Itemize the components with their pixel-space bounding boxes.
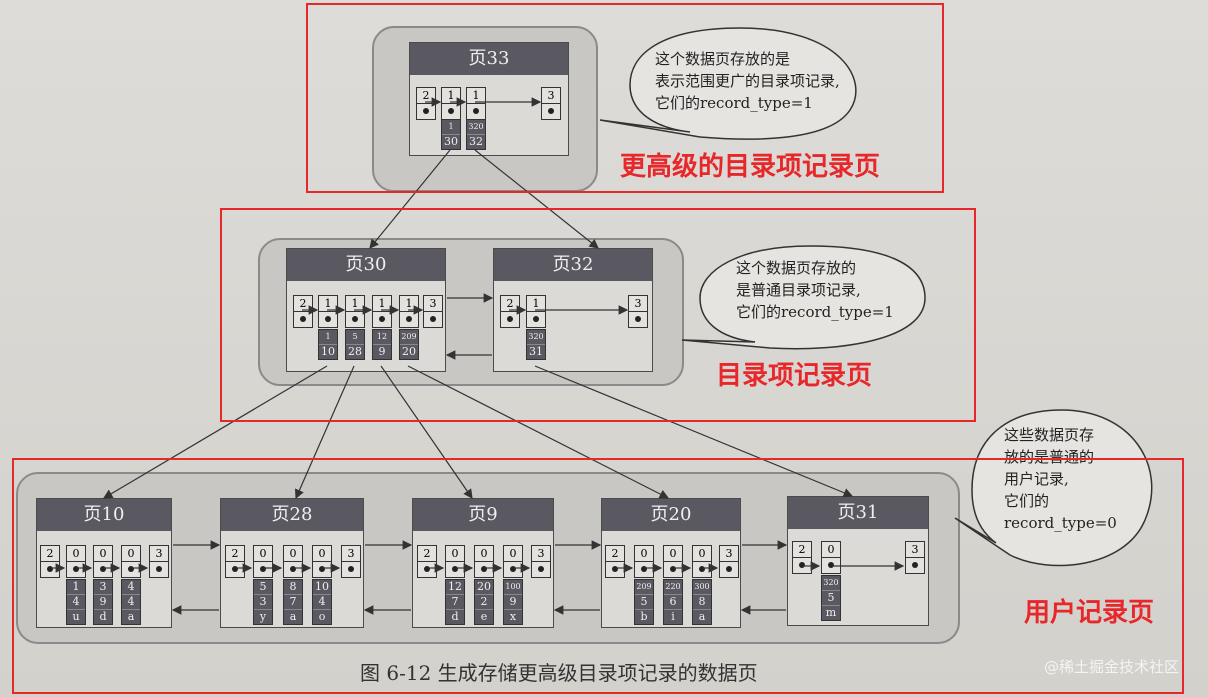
dir-record: 1 bbox=[399, 295, 419, 328]
page-20-title: 页20 bbox=[602, 499, 740, 531]
label-directory-page: 目录项记录页 bbox=[716, 361, 873, 391]
parent-child-link bbox=[407, 365, 670, 499]
user-record: 0 bbox=[66, 545, 86, 578]
user-record: 0 bbox=[634, 545, 654, 578]
user-record: 0 bbox=[283, 545, 303, 578]
infimum-record: 2 bbox=[40, 545, 60, 578]
user-record: 0 bbox=[93, 545, 113, 578]
page-9-title: 页9 bbox=[413, 499, 553, 531]
user-record: 0 bbox=[253, 545, 273, 578]
user-record: 0 bbox=[503, 545, 523, 578]
dir-record: 1 bbox=[345, 295, 365, 328]
speech-bubble-top bbox=[599, 27, 857, 140]
bubble-text-top: 这个数据页存放的是表示范围更广的目录项记录,它们的record_type=1 bbox=[655, 50, 840, 112]
page-31-title: 页31 bbox=[788, 497, 928, 529]
infimum-record: 2 bbox=[417, 545, 437, 578]
label-user-record-page: 用户记录页 bbox=[1024, 598, 1155, 628]
speech-bubble-middle bbox=[681, 245, 926, 350]
page-30-title: 页30 bbox=[287, 249, 445, 281]
page-32-title: 页32 bbox=[494, 249, 652, 281]
bubble-text-middle: 这个数据页存放的是普通目录项记录,它们的record_type=1 bbox=[736, 259, 894, 321]
supremum-record: 3 bbox=[719, 545, 739, 578]
speech-bubble-bottom bbox=[954, 409, 1153, 567]
highlight-frame-bottom bbox=[12, 458, 1184, 694]
parent-child-link bbox=[474, 149, 599, 249]
highlight-frame-middle bbox=[220, 208, 976, 422]
watermark: @稀土掘金技术社区 bbox=[1044, 658, 1180, 676]
dir-record: 1 bbox=[526, 295, 546, 328]
user-record: 0 bbox=[474, 545, 494, 578]
user-record: 0 bbox=[663, 545, 683, 578]
supremum-record: 3 bbox=[905, 541, 925, 574]
supremum-record: 3 bbox=[628, 295, 648, 328]
page-10-title: 页10 bbox=[37, 499, 171, 531]
user-record: 0 bbox=[312, 545, 332, 578]
label-higher-directory-page: 更高级的目录项记录页 bbox=[620, 152, 881, 182]
highlight-frame-top bbox=[306, 3, 944, 193]
supremum-record: 3 bbox=[423, 295, 443, 328]
supremum-record: 3 bbox=[149, 545, 169, 578]
user-record: 0 bbox=[121, 545, 141, 578]
parent-child-link bbox=[102, 365, 328, 499]
supremum-record: 3 bbox=[531, 545, 551, 578]
supremum-record: 3 bbox=[541, 87, 561, 120]
infimum-record: 2 bbox=[225, 545, 245, 578]
infimum-record: 2 bbox=[605, 545, 625, 578]
user-record: 0 bbox=[692, 545, 712, 578]
parent-child-link bbox=[380, 365, 473, 499]
user-record: 0 bbox=[445, 545, 465, 578]
supremum-record: 3 bbox=[341, 545, 361, 578]
page-33-title: 页33 bbox=[410, 43, 568, 75]
parent-child-link bbox=[294, 365, 355, 500]
figure-caption: 图 6-12 生成存储更高级目录项记录的数据页 bbox=[360, 661, 758, 685]
parent-child-link bbox=[369, 149, 451, 249]
page-28-title: 页28 bbox=[221, 499, 363, 531]
parent-child-link bbox=[534, 365, 854, 498]
